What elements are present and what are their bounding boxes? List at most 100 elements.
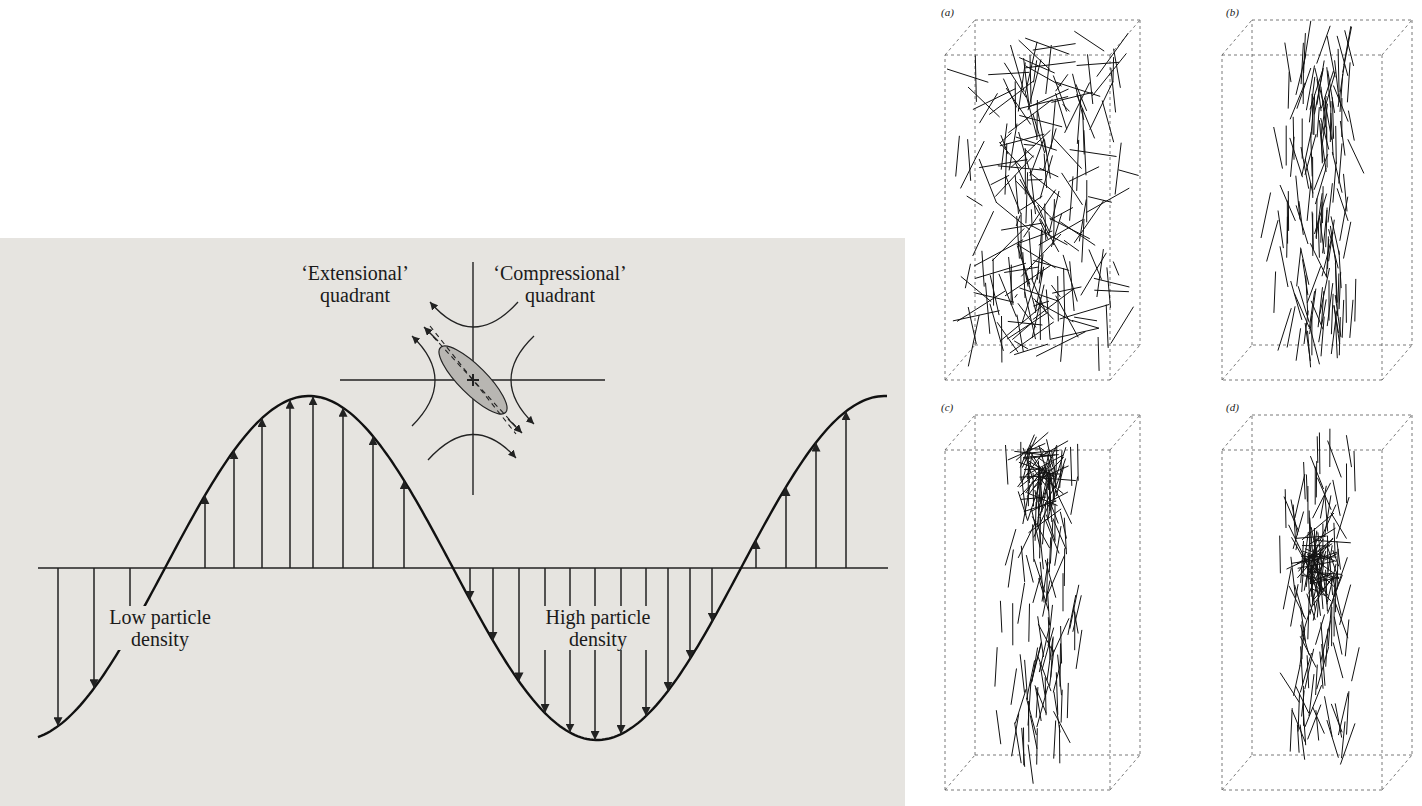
fibre-stick xyxy=(1000,601,1002,633)
panel-letter: (c) xyxy=(941,401,953,414)
stretch-arrow xyxy=(508,419,522,433)
fibre-stick xyxy=(1348,139,1364,173)
box-edge xyxy=(945,20,975,55)
box-edge xyxy=(1382,755,1412,790)
fibre-stick xyxy=(1315,68,1324,106)
fibre-stick xyxy=(968,307,976,344)
velocity-arrow xyxy=(667,568,669,691)
box-edge xyxy=(1382,450,1383,790)
fibre-stick xyxy=(1297,725,1299,753)
fibre-stick xyxy=(1056,447,1057,487)
fibre-stick xyxy=(1034,298,1054,319)
fibre-stick xyxy=(1086,188,1129,213)
velocity-arrow xyxy=(469,568,471,600)
fibre-stick xyxy=(1274,127,1283,169)
fibre-stick xyxy=(988,72,1029,74)
fibre-stick xyxy=(1073,595,1082,632)
fibre-stick xyxy=(1113,262,1119,276)
fibre-stick xyxy=(1298,286,1309,322)
fibre-stick xyxy=(1331,113,1333,155)
fibre-stick xyxy=(1077,94,1095,138)
velocity-arrow xyxy=(620,568,622,734)
fibre-stick xyxy=(1020,654,1024,692)
box-edge xyxy=(945,380,1110,381)
streamline xyxy=(511,336,534,424)
box-edge xyxy=(1222,20,1252,55)
box-edge xyxy=(1222,55,1223,380)
fibre-stick xyxy=(1300,629,1305,667)
fibre-stick xyxy=(1346,435,1351,467)
velocity-arrow xyxy=(372,436,374,568)
fibre-stick xyxy=(1311,316,1312,356)
fibre-stick xyxy=(1045,560,1056,598)
velocity-arrow xyxy=(845,411,847,568)
fibre-stick xyxy=(1345,620,1349,657)
fibre-stick xyxy=(979,159,997,203)
fibre-stick xyxy=(1286,126,1287,166)
fibre-stick xyxy=(1015,723,1022,764)
velocity-arrow xyxy=(755,540,757,568)
fibre-stick xyxy=(1040,478,1076,481)
fibre-stick xyxy=(1084,130,1086,175)
fibre-stick xyxy=(1314,154,1328,190)
fibre-stick xyxy=(1335,603,1348,638)
fibre-stick xyxy=(1064,518,1066,555)
fibre-stick xyxy=(1317,541,1351,543)
fibre-stick xyxy=(1025,62,1076,68)
fibre-stick xyxy=(1290,138,1303,177)
fibre-stick xyxy=(1098,337,1099,371)
fibre-stick xyxy=(1030,225,1068,245)
fibre-stick xyxy=(1003,79,1016,108)
fibre-stick xyxy=(1022,728,1025,767)
fibre-stick xyxy=(1327,720,1339,758)
fibre-stick xyxy=(1310,456,1323,489)
fibre-stick xyxy=(1340,121,1345,156)
fibre-stick xyxy=(1288,72,1289,109)
fibre-stick xyxy=(1297,249,1301,286)
fibre-stick xyxy=(1309,674,1314,716)
fibre-stick xyxy=(1038,657,1051,692)
fibre-stick xyxy=(1299,201,1303,235)
fibre-stick xyxy=(1054,711,1071,743)
fibre-stick xyxy=(1296,176,1300,220)
fibre-stick xyxy=(1027,493,1058,506)
box-edge xyxy=(945,755,975,790)
fibre-stick xyxy=(1338,274,1339,316)
fibre-stick xyxy=(1354,451,1355,491)
velocity-arrow xyxy=(594,568,596,740)
fibre-stick xyxy=(1015,161,1034,204)
fibre-stick xyxy=(1052,287,1081,293)
fibre-stick xyxy=(1028,604,1030,642)
box-edge xyxy=(945,415,975,450)
axis-line xyxy=(472,262,473,495)
fibre-stick xyxy=(1011,669,1017,705)
box-edge xyxy=(1110,755,1140,790)
box-edge xyxy=(975,415,976,755)
fibre-stick xyxy=(1334,523,1335,556)
fibre-stick xyxy=(1323,210,1327,253)
fibre-stick xyxy=(968,139,971,181)
fibre-stick xyxy=(995,647,997,686)
fibre-stick xyxy=(1347,691,1349,734)
fibre-stick xyxy=(1280,246,1288,287)
fibre-stick xyxy=(1021,213,1022,259)
fibre-stick xyxy=(1030,139,1044,176)
fibre-stick xyxy=(1102,101,1114,143)
fibre-stick xyxy=(982,251,984,287)
fibre-stick xyxy=(1015,294,1018,297)
box-edge xyxy=(1222,790,1382,791)
fibre-stick xyxy=(1033,260,1069,270)
fibre-stick xyxy=(1326,239,1328,277)
box-edge xyxy=(975,20,976,345)
fibre-stick xyxy=(1274,272,1276,313)
fibre-stick xyxy=(1308,596,1309,639)
fibre-stick xyxy=(1286,217,1288,258)
box-edge xyxy=(945,55,1110,56)
fibre-stick xyxy=(1280,185,1295,221)
fibre-stick xyxy=(1021,497,1046,499)
box-edge xyxy=(1110,415,1140,450)
simulation-panels xyxy=(945,20,1412,790)
fibre-stick xyxy=(1056,490,1072,523)
fibre-stick xyxy=(1092,53,1126,96)
fibre-stick xyxy=(1011,130,1051,167)
